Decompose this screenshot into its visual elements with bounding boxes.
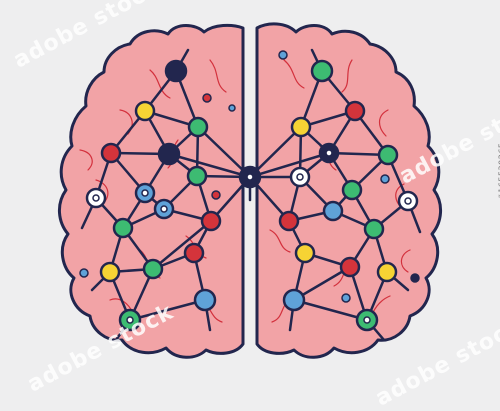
network-node xyxy=(134,100,156,122)
network-node xyxy=(341,179,363,201)
network-node xyxy=(164,59,188,83)
network-node xyxy=(339,256,361,278)
network-node-center xyxy=(92,194,100,202)
floating-dot xyxy=(228,104,236,112)
floating-dot xyxy=(410,273,420,283)
network-edge xyxy=(248,151,331,179)
network-edge xyxy=(248,125,303,179)
network-node xyxy=(99,261,121,283)
network-node-center xyxy=(363,316,371,324)
network-node xyxy=(112,217,134,239)
network-node xyxy=(344,100,366,122)
brain-vein xyxy=(269,229,291,253)
network-node-center xyxy=(246,173,254,181)
network-edge xyxy=(292,298,369,322)
network-node xyxy=(278,210,300,232)
network-node xyxy=(142,258,164,280)
brain-vein xyxy=(283,59,305,89)
network-node xyxy=(282,288,306,312)
network-node xyxy=(186,165,208,187)
floating-dot xyxy=(341,293,351,303)
floating-dot xyxy=(79,268,89,278)
brain-vein xyxy=(341,59,353,93)
network-node xyxy=(363,218,385,240)
network-node xyxy=(187,116,209,138)
network-node-center xyxy=(325,149,333,157)
network-node-center xyxy=(141,189,149,197)
brain-network-illustration xyxy=(58,22,442,359)
network-node xyxy=(310,59,334,83)
network-node xyxy=(183,242,205,264)
network-nodes xyxy=(79,50,420,332)
network-edge xyxy=(128,298,207,322)
floating-dot xyxy=(202,93,212,103)
brain-vein xyxy=(79,149,93,171)
network-node-center xyxy=(296,173,304,181)
network-node xyxy=(157,142,181,166)
brain-vein xyxy=(400,249,411,273)
floating-dot xyxy=(278,50,288,60)
network-node xyxy=(377,144,399,166)
brain-vein xyxy=(209,59,227,93)
network-node xyxy=(200,210,222,232)
network-node xyxy=(193,288,217,312)
network-node xyxy=(290,116,312,138)
network-edge xyxy=(196,125,252,179)
network-node xyxy=(294,242,316,264)
network-node xyxy=(322,200,344,222)
network-node-center xyxy=(404,197,412,205)
network-node xyxy=(100,142,122,164)
floating-dot xyxy=(380,174,390,184)
network-node xyxy=(376,261,398,283)
brain-vein xyxy=(149,69,171,99)
network-edge xyxy=(151,219,213,271)
network-node-center xyxy=(160,205,168,213)
network-node-center xyxy=(126,316,134,324)
floating-dot xyxy=(211,190,221,200)
brain-vein xyxy=(378,109,389,137)
network-edge xyxy=(167,152,252,179)
